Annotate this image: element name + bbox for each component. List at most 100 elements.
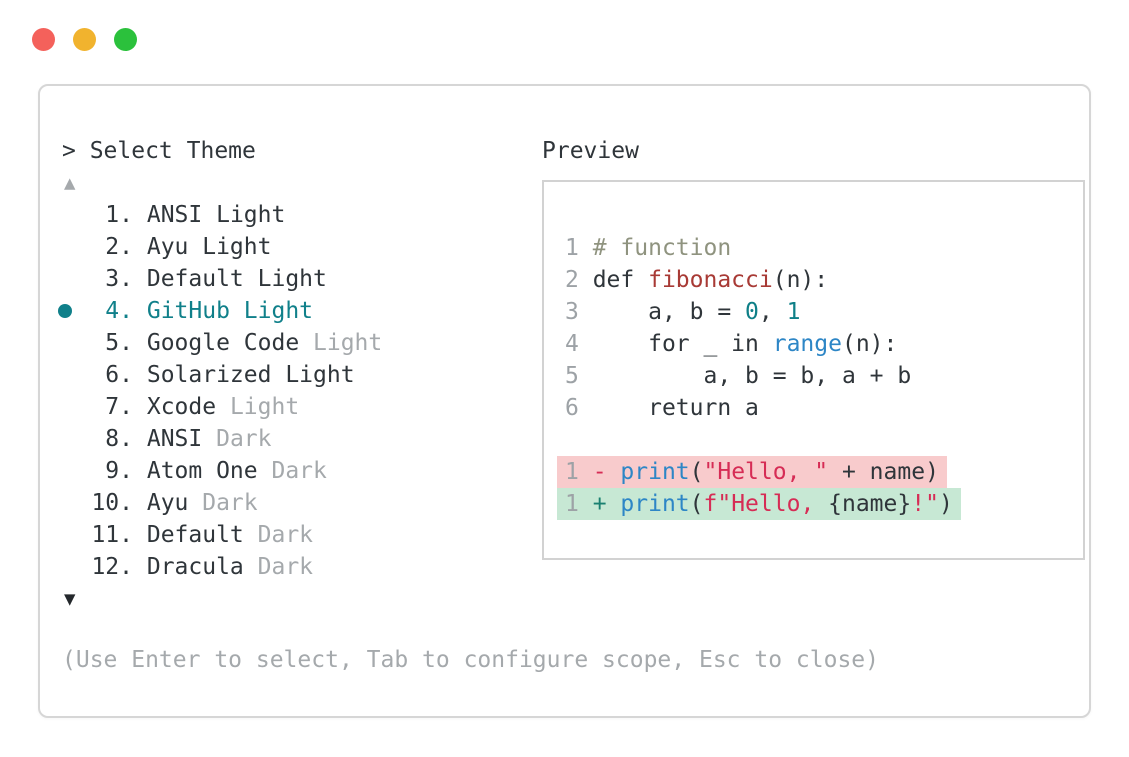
theme-item[interactable]: 9. Atom One Dark: [62, 455, 532, 487]
theme-item[interactable]: 3. Default Light: [62, 263, 532, 295]
theme-item[interactable]: 4. GitHub Light: [58, 295, 532, 327]
theme-item[interactable]: 11. Default Dark: [62, 519, 532, 551]
theme-item-number: 7.: [105, 394, 133, 420]
code-line: [565, 424, 1083, 456]
theme-item-variant: Light: [299, 330, 383, 356]
window-controls: [32, 28, 137, 51]
code-line-content: 4 for _ in range(n):: [565, 328, 897, 360]
line-number: 6: [565, 395, 593, 421]
theme-item-variant: Dark: [243, 522, 314, 548]
code-line: 1 - print("Hello, " + name): [557, 456, 1083, 488]
theme-item-name: Ayu: [133, 234, 189, 260]
code-token: +: [592, 491, 621, 517]
line-number: 5: [565, 363, 593, 389]
code-line: 1 + print(f"Hello, {name}!"): [557, 488, 1083, 520]
theme-item[interactable]: 10. Ayu Dark: [62, 487, 532, 519]
theme-item-name: Xcode: [133, 394, 217, 420]
code-line-content: 6 return a: [565, 392, 759, 424]
theme-item[interactable]: 7. Xcode Light: [62, 391, 532, 423]
selected-item-marker: [58, 304, 91, 318]
theme-item-name: Atom One: [133, 458, 258, 484]
code-token: !": [911, 491, 939, 517]
close-button[interactable]: [32, 28, 55, 51]
theme-item[interactable]: 1. ANSI Light: [62, 199, 532, 231]
code-token: (n):: [841, 331, 898, 357]
theme-item-number: 11.: [91, 522, 133, 548]
code-line-content: 2 def fibonacci(n):: [565, 264, 828, 296]
theme-item-number: 12.: [91, 554, 133, 580]
code-token: for _ in: [592, 331, 773, 357]
keyboard-hint: (Use Enter to select, Tab to configure s…: [62, 647, 879, 673]
theme-item-variant: Light: [188, 234, 272, 260]
code-token: # function: [592, 235, 732, 261]
code-token: 1: [786, 299, 801, 325]
code-token: a, b =: [592, 299, 746, 325]
code-line: 4 for _ in range(n):: [565, 328, 1083, 360]
theme-item-number: 1.: [105, 202, 133, 228]
code-token: ,: [758, 299, 787, 325]
code-token: (: [689, 459, 704, 485]
line-number: 3: [565, 299, 593, 325]
line-number: 2: [565, 267, 593, 293]
diff-removed-line: 1 - print("Hello, " + name): [557, 456, 947, 488]
line-number: 1: [565, 235, 593, 261]
theme-item-variant: Dark: [188, 490, 258, 516]
theme-item[interactable]: 5. Google Code Light: [62, 327, 532, 359]
theme-item-variant: Dark: [202, 426, 272, 452]
theme-item-number: 4.: [105, 298, 133, 324]
code-token: return a: [592, 395, 759, 421]
line-number: 4: [565, 331, 593, 357]
code-token: range: [772, 331, 842, 357]
code-line-content: 1 # function: [565, 232, 731, 264]
code-token: 0: [745, 299, 759, 325]
theme-item[interactable]: 6. Solarized Light: [62, 359, 532, 391]
theme-item-number: 2.: [105, 234, 133, 260]
theme-item-name: Dracula: [133, 554, 244, 580]
code-line: 1 # function: [565, 232, 1083, 264]
code-token: fibonacci: [648, 267, 773, 293]
theme-item[interactable]: 8. ANSI Dark: [62, 423, 532, 455]
code-line: 6 return a: [565, 392, 1083, 424]
theme-item-variant: Light: [243, 266, 327, 292]
preview-title: Preview: [542, 138, 639, 164]
theme-item-number: 6.: [105, 362, 133, 388]
diff-added-line: 1 + print(f"Hello, {name}!"): [557, 488, 961, 520]
minimize-button[interactable]: [73, 28, 96, 51]
theme-item-number: 8.: [105, 426, 133, 452]
code-line-content: 5 a, b = b, a + b: [565, 360, 911, 392]
theme-item[interactable]: 2. Ayu Light: [62, 231, 532, 263]
theme-item-name: Default: [133, 266, 244, 292]
scroll-down-indicator: ▼: [64, 588, 76, 610]
selected-indicator-dot: [58, 304, 72, 318]
theme-item-name: ANSI: [133, 426, 203, 452]
line-number: 1: [565, 459, 593, 485]
theme-item-variant: Light: [216, 394, 300, 420]
theme-item-variant: Light: [229, 298, 314, 324]
theme-item-variant: Light: [271, 362, 355, 388]
theme-item-number: 9.: [105, 458, 133, 484]
code-line: 5 a, b = b, a + b: [565, 360, 1083, 392]
code-token: + name): [828, 459, 939, 485]
code-token: f"Hello,: [703, 491, 829, 517]
code-token: def: [592, 267, 649, 293]
code-token: print: [620, 459, 690, 485]
theme-item-name: ANSI: [133, 202, 203, 228]
code-token: (n):: [772, 267, 829, 293]
scroll-up-indicator: ▲: [64, 172, 76, 194]
theme-item-variant: Light: [202, 202, 286, 228]
theme-item-name: Ayu: [133, 490, 189, 516]
theme-item-name: Google Code: [133, 330, 300, 356]
theme-item-name: GitHub: [133, 298, 230, 324]
theme-item[interactable]: 12. Dracula Dark: [62, 551, 532, 583]
theme-item-number: 3.: [105, 266, 133, 292]
theme-item-number: 10.: [91, 490, 133, 516]
code-token: {name}: [828, 491, 912, 517]
maximize-button[interactable]: [114, 28, 137, 51]
theme-item-variant: Dark: [257, 458, 327, 484]
code-token: -: [592, 459, 621, 485]
